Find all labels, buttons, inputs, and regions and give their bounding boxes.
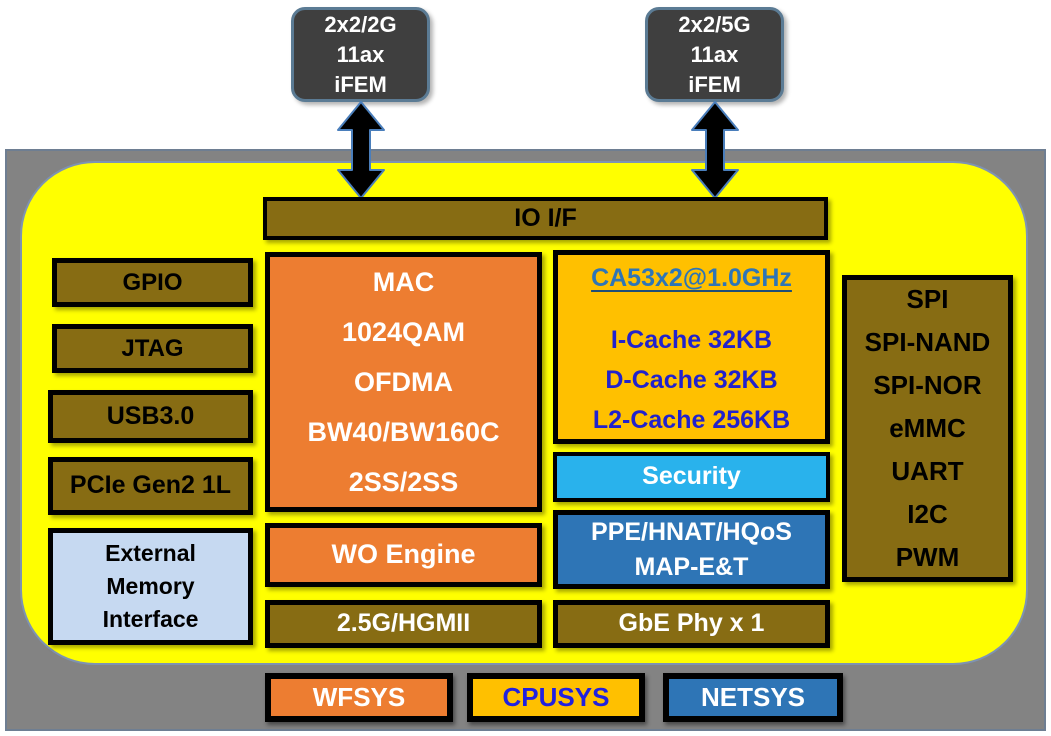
cache-line: I-Cache 32KB bbox=[610, 326, 773, 355]
block-pcie-gen2: PCIe Gen2 1L bbox=[48, 457, 253, 515]
block-usb3: USB3.0 bbox=[48, 390, 253, 443]
wo-engine-label: WO Engine bbox=[331, 539, 476, 570]
legend-cpusys: CPUSYS bbox=[467, 673, 645, 722]
network-engine-line: MAP-E&T bbox=[634, 552, 749, 581]
block-wo-engine: WO Engine bbox=[265, 523, 542, 587]
mac-feature-line: MAC bbox=[372, 267, 435, 297]
peripheral-line: I2C bbox=[907, 499, 948, 529]
fem-module-5g: 2x2/5G 11ax iFEM bbox=[645, 7, 784, 102]
block-gbe-phy: GbE Phy x 1 bbox=[553, 600, 830, 648]
mac-feature-line: 2SS/2SS bbox=[348, 467, 459, 497]
legend-netsys-label: NETSYS bbox=[700, 682, 806, 713]
block-peripherals: SPI SPI-NAND SPI-NOR eMMC UART I2C PWM bbox=[842, 275, 1013, 582]
fem-2g-line: iFEM bbox=[334, 71, 387, 97]
pcie-label: PCIe Gen2 1L bbox=[69, 471, 232, 500]
io-interface-label: IO I/F bbox=[514, 203, 577, 232]
fem-2g-line: 2x2/2G bbox=[324, 11, 397, 37]
block-security: Security bbox=[553, 452, 830, 502]
jtag-label: JTAG bbox=[121, 334, 184, 362]
legend-netsys: NETSYS bbox=[663, 673, 843, 722]
peripheral-line: UART bbox=[891, 456, 964, 486]
emi-line: External bbox=[105, 540, 196, 566]
network-engine-line: PPE/HNAT/HQoS bbox=[591, 517, 792, 546]
usb3-label: USB3.0 bbox=[106, 401, 195, 430]
cpu-title: CA53x2@1.0GHz bbox=[591, 264, 792, 292]
peripheral-line: PWM bbox=[895, 542, 960, 572]
bidirectional-arrow-icon bbox=[691, 101, 739, 199]
fem-2g-line: 11ax bbox=[336, 41, 385, 67]
block-jtag: JTAG bbox=[52, 324, 253, 373]
mac-feature-line: BW40/BW160C bbox=[307, 417, 500, 447]
block-gpio: GPIO bbox=[52, 258, 253, 307]
legend-wfsys-label: WFSYS bbox=[312, 682, 406, 713]
block-external-memory-interface: External Memory Interface bbox=[48, 528, 253, 645]
legend-cpusys-label: CPUSYS bbox=[502, 682, 610, 713]
gbe-phy-label: GbE Phy x 1 bbox=[618, 609, 765, 638]
cache-line: D-Cache 32KB bbox=[605, 366, 778, 395]
gpio-label: GPIO bbox=[122, 268, 183, 296]
mac-feature-line: 1024QAM bbox=[341, 317, 466, 347]
block-cpu-ca53: CA53x2@1.0GHz I-Cache 32KB D-Cache 32KB … bbox=[553, 250, 830, 444]
cache-lines: I-Cache 32KB D-Cache 32KB L2-Cache 256KB bbox=[593, 320, 790, 440]
bidirectional-arrow-icon bbox=[337, 101, 385, 199]
peripheral-line: SPI bbox=[906, 284, 949, 314]
fem-module-2g: 2x2/2G 11ax iFEM bbox=[291, 7, 430, 102]
block-network-engine: PPE/HNAT/HQoS MAP-E&T bbox=[553, 510, 830, 589]
fem-5g-line: 2x2/5G bbox=[678, 11, 751, 37]
mac-feature-line: OFDMA bbox=[354, 367, 453, 397]
block-2p5g-hgmii: 2.5G/HGMII bbox=[265, 600, 542, 648]
peripheral-line: SPI-NAND bbox=[864, 327, 991, 357]
fem-5g-line: iFEM bbox=[688, 71, 741, 97]
security-label: Security bbox=[642, 462, 741, 491]
legend-wfsys: WFSYS bbox=[265, 673, 453, 722]
peripheral-line: SPI-NOR bbox=[873, 370, 982, 400]
io-interface-bar: IO I/F bbox=[263, 197, 828, 240]
peripheral-line: eMMC bbox=[889, 413, 966, 443]
cache-line: L2-Cache 256KB bbox=[592, 406, 791, 435]
block-wifi-mac: MAC 1024QAM OFDMA BW40/BW160C 2SS/2SS bbox=[265, 252, 542, 512]
hgmii-label: 2.5G/HGMII bbox=[336, 609, 471, 638]
emi-line: Memory bbox=[106, 573, 195, 599]
emi-line: Interface bbox=[102, 606, 199, 632]
fem-5g-line: 11ax bbox=[690, 41, 739, 67]
